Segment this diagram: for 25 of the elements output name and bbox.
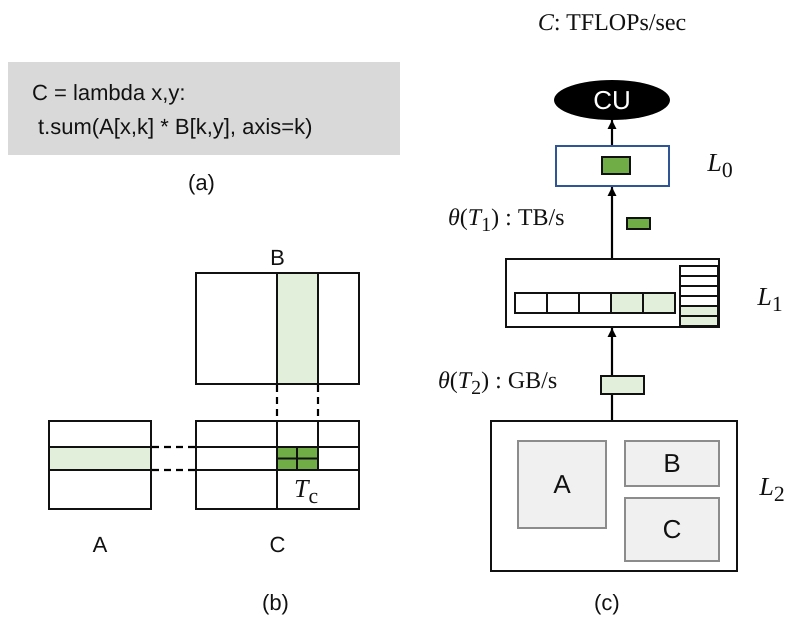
storage-box: C [624, 497, 720, 562]
level-label: L$_{1}$ [756, 282, 784, 318]
storage-box: B [624, 440, 720, 487]
code-line: C = lambda x,y: [32, 79, 186, 107]
storage-box: A [517, 440, 607, 529]
panel-label: (a) [188, 170, 215, 196]
ellipse-node: CU [554, 80, 670, 120]
matrix-label: A [92, 532, 108, 558]
arrow [608, 120, 616, 145]
panel-label: (c) [594, 590, 620, 616]
level-label: L$_{0}$ [706, 148, 734, 184]
level-label: C: TFLOPs/sec [536, 10, 688, 37]
memory-box [505, 258, 720, 328]
code-box [8, 62, 400, 155]
code-line: t.sum(A[x,k] * B[k,y], axis=k) [38, 113, 314, 141]
arrow [608, 187, 616, 258]
dashed-line [152, 468, 195, 472]
matrix-label: C [268, 532, 286, 558]
matrix-label: B [269, 245, 286, 271]
memory-box [555, 145, 670, 187]
dashed-line [152, 446, 195, 448]
memory-box [490, 420, 738, 572]
tile-label: T$_{c}$ [294, 474, 318, 510]
panel-label: (b) [262, 590, 289, 616]
level-label: L$_{2}$ [758, 472, 786, 508]
